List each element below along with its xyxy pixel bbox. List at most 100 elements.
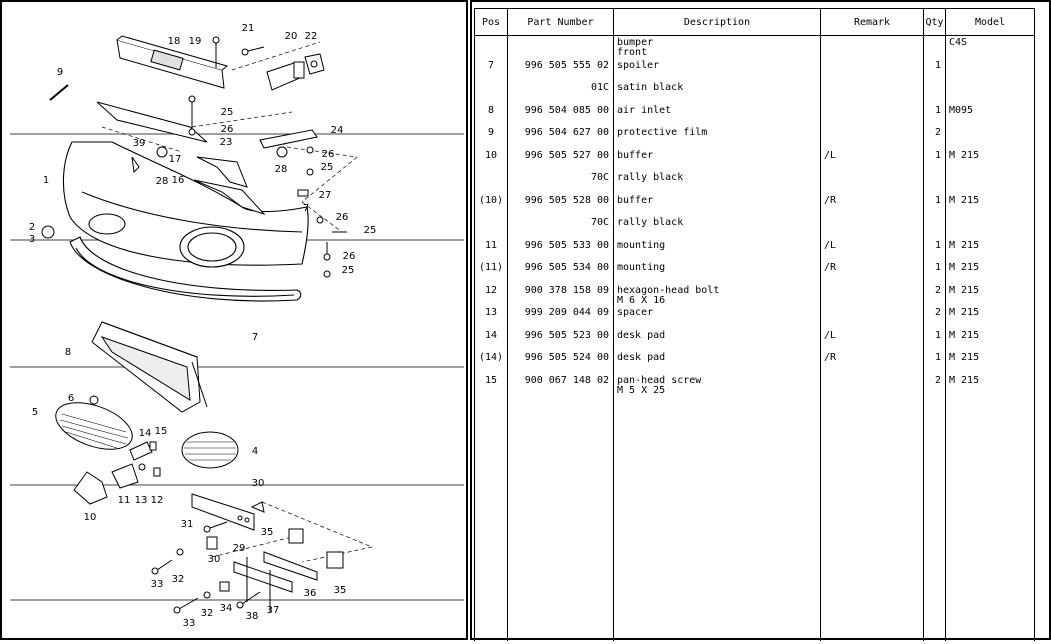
row-model xyxy=(945,81,1035,104)
row-remark-text: /R xyxy=(824,352,837,363)
callout-12: 12 xyxy=(151,495,164,506)
callout-16: 16 xyxy=(172,175,185,186)
callout-30: 30 xyxy=(252,478,265,489)
row-qty: 1 xyxy=(923,238,946,261)
row-description-text: air inlet xyxy=(617,104,672,116)
row-pos: 9 xyxy=(474,126,508,149)
row-qty: 1 xyxy=(923,261,946,284)
row-remark xyxy=(820,81,924,104)
callout-4: 4 xyxy=(252,446,258,457)
callout-24: 24 xyxy=(331,125,344,136)
row-qty-text: 1 xyxy=(934,149,941,161)
callout-39: 39 xyxy=(133,138,146,149)
row-part-number: 01C xyxy=(507,81,614,104)
callout-32: 32 xyxy=(201,608,214,619)
grille-right xyxy=(181,431,239,469)
row-description-text: hexagon-head bolt xyxy=(617,284,720,296)
screw-21 xyxy=(241,46,265,56)
bumper-exploded-diagram: 1234567789101112131415161718192021222324… xyxy=(10,23,464,629)
row-description-text: desk pad xyxy=(617,352,666,363)
row-model-text: M 215 xyxy=(949,262,980,273)
row-model xyxy=(945,171,1035,194)
row-remark-text: /R xyxy=(824,262,837,273)
callout-26: 26 xyxy=(322,149,335,160)
row-pos: 10 xyxy=(474,148,508,171)
header-pos: Pos xyxy=(474,8,508,36)
table-filler xyxy=(474,396,1035,641)
row-part-number-text: 996 505 534 00 xyxy=(524,262,609,273)
mounting-parts xyxy=(193,156,266,216)
filler-cell xyxy=(923,396,946,641)
row-part-number-text: 70C xyxy=(590,172,609,183)
header-qty: Qty xyxy=(923,8,946,36)
row-pos xyxy=(474,171,508,194)
bolt-19 xyxy=(212,36,220,68)
row-description-text: protective film xyxy=(617,127,708,138)
row-remark xyxy=(820,58,924,81)
row-description-detail: M 5 X 25 xyxy=(617,384,666,396)
row-qty-text: 1 xyxy=(934,59,941,71)
callout-28: 28 xyxy=(275,164,288,175)
row-remark: /L xyxy=(820,238,924,261)
lower-screws xyxy=(151,521,261,614)
row-model: M 215 xyxy=(945,373,1035,396)
row-description-text: mounting xyxy=(617,262,666,273)
row-pos xyxy=(474,35,508,59)
row-pos-text: 8 xyxy=(487,104,495,116)
row-model: M 215 xyxy=(945,283,1035,306)
header-model: Model xyxy=(945,8,1035,36)
row-model-text: M 215 xyxy=(949,194,980,206)
row-remark xyxy=(820,35,924,59)
callout-3: 3 xyxy=(29,234,35,245)
row-qty: 2 xyxy=(923,306,946,329)
row-qty-text: 2 xyxy=(934,284,941,296)
row-model: M 215 xyxy=(945,328,1035,351)
row-remark-text: /L xyxy=(824,149,837,161)
callout-10: 10 xyxy=(84,512,97,523)
row-description-text: spacer xyxy=(617,307,654,318)
upper-mount xyxy=(96,101,318,149)
row-remark xyxy=(820,373,924,396)
row-part-number-text: 996 505 528 00 xyxy=(524,194,609,206)
row-description-text: rally black xyxy=(617,172,684,183)
row-qty xyxy=(923,171,946,194)
callout-37: 37 xyxy=(267,605,280,616)
row-part-number: 996 505 524 00 xyxy=(507,351,614,374)
row-pos: (11) xyxy=(474,261,508,284)
row-qty: 1 xyxy=(923,103,946,126)
row-part-number: 999 209 044 09 xyxy=(507,306,614,329)
row-description: buffer xyxy=(613,148,821,171)
row-part-number-text: 996 505 524 00 xyxy=(524,352,609,363)
row-remark: /R xyxy=(820,261,924,284)
callout-14: 14 xyxy=(139,428,152,439)
buffer-and-mounting xyxy=(73,441,161,505)
row-description-text: bumper xyxy=(617,37,654,48)
row-remark: /L xyxy=(820,328,924,351)
callout-7: 7 xyxy=(303,203,309,214)
row-description: mounting xyxy=(613,238,821,261)
row-model-text: M 215 xyxy=(949,329,980,341)
row-description: rally black xyxy=(613,171,821,194)
filler-cell xyxy=(820,396,924,641)
row-qty xyxy=(923,216,946,239)
row-qty: 1 xyxy=(923,351,946,374)
parts-list-panel: Pos Part Number Description Remark Qty M… xyxy=(470,0,1051,641)
row-description-text: mounting xyxy=(617,239,666,251)
row-part-number-text: 996 505 527 00 xyxy=(524,149,609,161)
lower-mount xyxy=(219,528,344,612)
row-pos-text: 9 xyxy=(487,127,495,138)
table-row: 70C rally black xyxy=(474,171,1035,194)
row-part-number-text: 70C xyxy=(590,217,609,228)
callout-20: 20 xyxy=(285,31,298,42)
callout-35: 35 xyxy=(261,527,274,538)
callout-31: 31 xyxy=(181,519,194,530)
row-pos: (10) xyxy=(474,193,508,216)
row-remark: /R xyxy=(820,193,924,216)
parts-table: Pos Part Number Description Remark Qty M… xyxy=(474,8,1035,641)
